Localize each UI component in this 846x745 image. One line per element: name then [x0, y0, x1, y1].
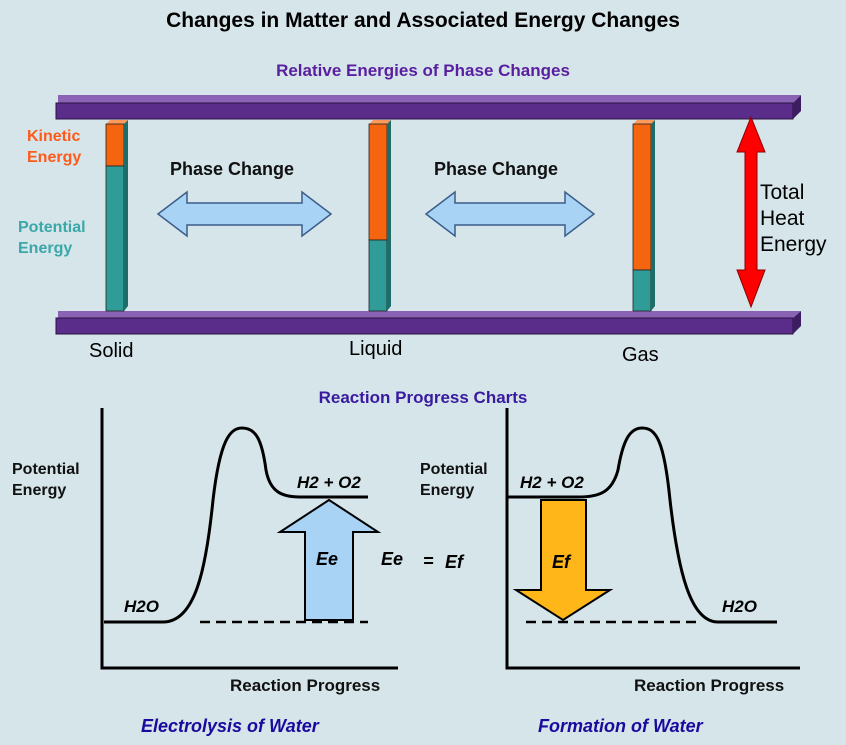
- phase-change-arrow-left: [156, 190, 333, 238]
- main-title: Changes in Matter and Associated Energy …: [166, 9, 680, 32]
- gas-energy-column: [632, 120, 655, 312]
- phase-change-label-left: Phase Change: [170, 159, 295, 179]
- solid-energy-column: [105, 120, 128, 312]
- total-heat-energy-label: Total Heat Energy: [760, 181, 827, 256]
- equation-right-term: Ef: [445, 552, 463, 572]
- reaction-section-title: Reaction Progress Charts: [318, 388, 528, 407]
- left-end-label: H2 + O2: [297, 473, 361, 492]
- right-down-arrow: [512, 499, 614, 622]
- right-y-axis: [505, 408, 800, 670]
- equation-left-term: Ee: [381, 549, 404, 569]
- potential-energy-label: Potential Energy: [18, 219, 86, 257]
- equation-equals: =: [423, 551, 434, 571]
- solid-potential-segment: [105, 165, 125, 312]
- state-label-liquid: Liquid: [349, 338, 403, 360]
- right-reaction-chart: [505, 408, 800, 670]
- left-y-axis-label: Potential Energy: [12, 461, 80, 499]
- left-y-axis: [100, 408, 398, 670]
- top-bar: [55, 95, 801, 120]
- state-label-gas: Gas: [622, 344, 659, 366]
- right-energy-curve: [508, 426, 777, 624]
- left-chart-caption: Electrolysis of Water: [141, 716, 319, 736]
- state-label-solid: Solid: [89, 340, 134, 362]
- total-heat-arrow: [736, 115, 766, 309]
- liquid-potential-segment: [368, 239, 388, 312]
- left-reaction-chart: [100, 408, 398, 670]
- right-chart-caption: Formation of Water: [538, 716, 703, 736]
- gas-kinetic-segment: [632, 123, 652, 271]
- right-end-label: H2O: [722, 597, 757, 616]
- phase-change-arrow-right: [424, 190, 596, 238]
- kinetic-energy-label: Kinetic Energy: [27, 128, 82, 166]
- bottom-bar: [55, 311, 801, 335]
- left-arrow-label: Ee: [316, 549, 339, 569]
- left-energy-curve: [104, 426, 368, 624]
- left-x-axis-label: Reaction Progress: [230, 676, 381, 695]
- phase-change-label-right: Phase Change: [434, 159, 559, 179]
- liquid-energy-column: [368, 120, 391, 312]
- left-start-label: H2O: [124, 597, 159, 616]
- gas-potential-segment: [632, 269, 652, 312]
- right-x-axis-label: Reaction Progress: [634, 676, 785, 695]
- solid-kinetic-segment: [105, 123, 125, 167]
- liquid-kinetic-segment: [368, 123, 388, 241]
- right-y-axis-label: Potential Energy: [420, 461, 488, 499]
- left-up-arrow: [276, 498, 382, 621]
- right-start-label: H2 + O2: [520, 473, 584, 492]
- phase-section-title: Relative Energies of Phase Changes: [276, 61, 570, 80]
- right-arrow-label: Ef: [552, 552, 570, 572]
